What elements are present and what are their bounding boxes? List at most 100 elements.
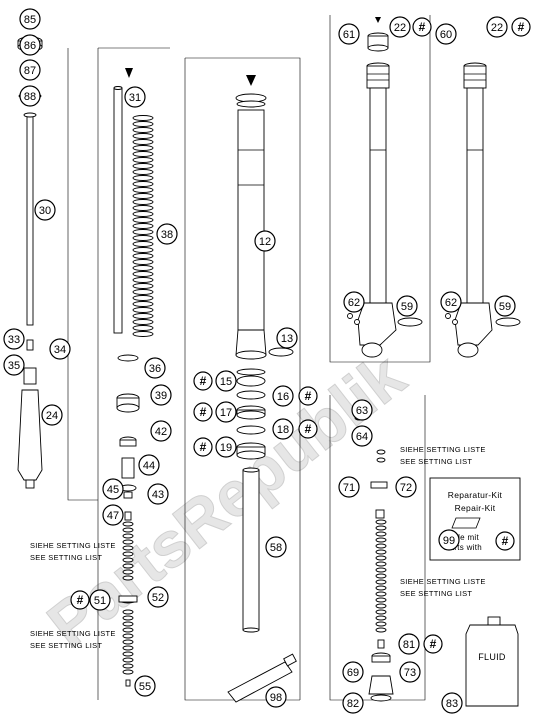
svg-text:83: 83 <box>446 698 458 710</box>
spring-tube <box>113 86 123 334</box>
callout-42: 42 <box>150 420 172 442</box>
callout-83: 83 <box>441 692 463 714</box>
fork-spring <box>132 115 154 337</box>
callout-62b: 62 <box>440 291 462 313</box>
svg-text:60: 60 <box>440 29 452 41</box>
spring-coil <box>132 271 154 277</box>
spring-coil <box>132 163 154 169</box>
svg-text:35: 35 <box>8 360 20 372</box>
note-right-1-de: SIEHE SETTING LISTE <box>400 445 486 454</box>
callout-71: 71 <box>338 476 360 498</box>
callout-64: 64 <box>351 425 373 447</box>
spring-coil <box>132 265 154 271</box>
callout-61: 61 <box>338 23 360 45</box>
spring-coil <box>132 313 154 319</box>
fork-leg-left <box>347 32 423 358</box>
svg-text:#: # <box>518 20 525 34</box>
svg-text:#: # <box>502 534 509 548</box>
callout-73: 73 <box>399 661 421 683</box>
callout-33: 33 <box>3 328 25 350</box>
spring-coil <box>132 283 154 289</box>
repair-kit-parts-en: Parts with <box>444 543 482 552</box>
svg-text:#: # <box>200 405 207 419</box>
compression-parts <box>354 415 394 702</box>
spring-coil <box>132 307 154 313</box>
svg-text:64: 64 <box>356 431 368 443</box>
shim <box>122 657 134 663</box>
svg-text:63: 63 <box>356 405 368 417</box>
spring-coil <box>132 115 154 121</box>
callout-34: 34 <box>49 338 71 360</box>
fork-leg-right <box>445 62 521 358</box>
callout-38: 38 <box>156 223 178 245</box>
spring-coil <box>132 175 154 181</box>
shim <box>122 545 134 551</box>
shim <box>375 561 387 567</box>
svg-text:55: 55 <box>139 681 151 693</box>
callout-51: 51 <box>89 589 111 611</box>
callout-12: 12 <box>254 230 276 252</box>
svg-text:86: 86 <box>24 40 36 52</box>
spring-coil <box>132 139 154 145</box>
shim <box>122 669 134 675</box>
svg-text:98: 98 <box>270 692 282 704</box>
svg-text:51: 51 <box>94 595 106 607</box>
shim <box>375 585 387 591</box>
spring-coil <box>132 259 154 265</box>
shim-stack-upper <box>122 521 134 581</box>
shim-stack-lower <box>122 609 134 675</box>
shim <box>375 525 387 531</box>
shim <box>122 645 134 651</box>
shim <box>375 543 387 549</box>
callout-13: 13 <box>276 327 298 349</box>
svg-text:43: 43 <box>152 489 164 501</box>
shim <box>122 575 134 581</box>
spring-coil <box>132 121 154 127</box>
callout-60: 60 <box>435 23 457 45</box>
callout-47: 47 <box>102 504 124 526</box>
spring-coil <box>132 157 154 163</box>
svg-text:16: 16 <box>277 391 289 403</box>
callout-87: 87 <box>19 59 41 81</box>
svg-text:#: # <box>430 637 437 651</box>
hash-marker: # <box>423 634 443 654</box>
svg-text:12: 12 <box>259 236 271 248</box>
svg-text:59: 59 <box>401 301 413 313</box>
svg-text:59: 59 <box>499 301 511 313</box>
spring-coil <box>132 223 154 229</box>
callout-86: 86 <box>19 34 41 56</box>
spring-coil <box>132 127 154 133</box>
note-left-1-en: SEE SETTING LIST <box>30 553 102 562</box>
callout-22a: 22 <box>389 16 411 38</box>
svg-text:58: 58 <box>270 542 282 554</box>
hash-marker: # <box>70 590 90 610</box>
spring-coil <box>132 169 154 175</box>
spring-coil <box>132 235 154 241</box>
shim <box>122 533 134 539</box>
outer-tube <box>235 93 294 360</box>
svg-text:85: 85 <box>24 14 36 26</box>
spring-coil <box>132 133 154 139</box>
svg-text:34: 34 <box>54 344 66 356</box>
svg-text:24: 24 <box>46 410 58 422</box>
note-left-2-en: SEE SETTING LIST <box>30 641 102 650</box>
spring-coil <box>132 301 154 307</box>
spring-coil <box>132 217 154 223</box>
shim <box>122 615 134 621</box>
callout-44: 44 <box>138 454 160 476</box>
svg-text:72: 72 <box>400 482 412 494</box>
shim <box>375 573 387 579</box>
callout-18: 18 <box>272 418 294 440</box>
svg-text:62: 62 <box>348 297 360 309</box>
svg-text:69: 69 <box>347 667 359 679</box>
callout-99: 99 <box>438 529 460 551</box>
note-right-2-en: SEE SETTING LIST <box>400 589 472 598</box>
callout-22b: 22 <box>486 16 508 38</box>
callout-39: 39 <box>150 384 172 406</box>
shim <box>375 627 387 633</box>
shim <box>375 579 387 585</box>
spring-coil <box>132 187 154 193</box>
inner-tube <box>242 467 260 633</box>
